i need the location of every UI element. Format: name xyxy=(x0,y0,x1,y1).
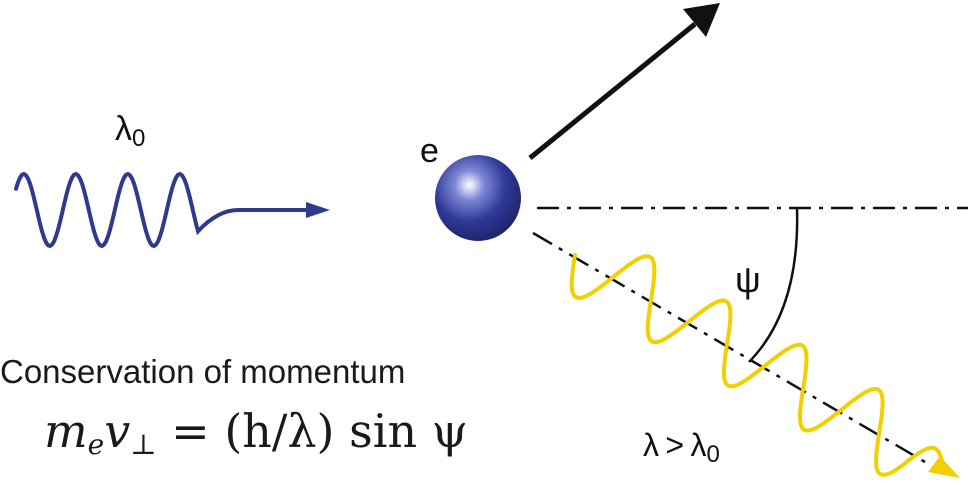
recoil-electron-arrowhead xyxy=(683,3,720,37)
scattered-wave xyxy=(569,253,947,477)
electron xyxy=(435,155,521,241)
scattering-angle-label: ψ xyxy=(735,259,761,300)
incident-wave-arrowhead xyxy=(306,202,330,218)
recoil-electron-arrow-shaft xyxy=(528,22,697,160)
momentum-equation: mev⊥ = (h/λ) sin ψ xyxy=(44,404,468,461)
incident-wave xyxy=(14,171,312,249)
incident-wavelength-label: λ0 xyxy=(115,110,146,152)
scattered-wave-arrowhead xyxy=(928,456,960,478)
scattering-angle-arc xyxy=(748,207,799,363)
electron-label: e xyxy=(420,132,439,170)
caption-text: Conservation of momentum xyxy=(0,353,406,390)
scattered-direction-line xyxy=(532,231,926,464)
scattered-wavelength-label: λ > λ0 xyxy=(643,427,720,468)
